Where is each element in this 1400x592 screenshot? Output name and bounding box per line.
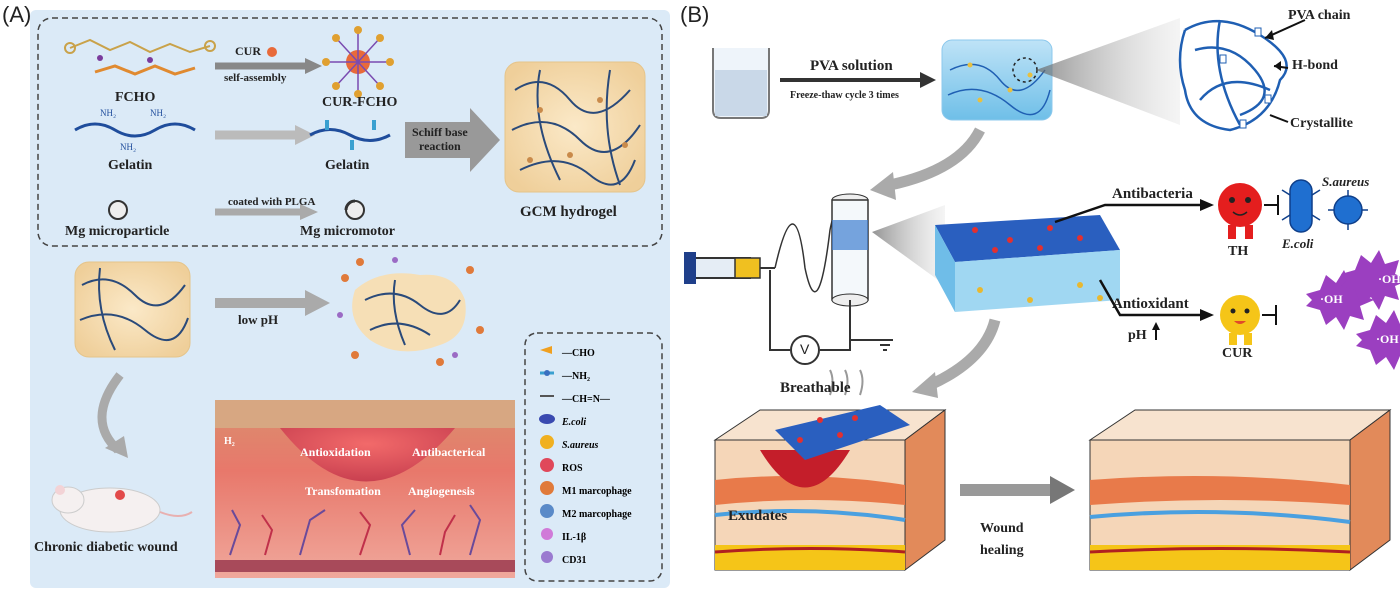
mouse-illustration <box>51 485 193 533</box>
legend-icons <box>539 346 555 563</box>
cur-mascot-icon <box>1220 295 1277 345</box>
legend-item: IL-1β <box>562 532 587 543</box>
legend-item: —CH=N— <box>562 394 610 405</box>
oh-label-1: ·OH <box>1320 292 1343 306</box>
saureus-icon <box>1328 190 1368 230</box>
low-ph-label: low pH <box>238 312 279 327</box>
panel-b-graphic <box>684 18 1400 571</box>
cur-label: CUR <box>235 44 261 58</box>
legend-box <box>524 332 663 582</box>
panel-b: (B) <box>680 0 1400 592</box>
pva-solution-label: PVA solution <box>810 58 893 74</box>
fcho-label: FCHO <box>115 90 156 105</box>
svg-text:NH₂: NH₂ <box>120 142 136 152</box>
healing-line2: healing <box>980 543 1024 558</box>
th-label: TH <box>1228 244 1249 259</box>
h-bond-label: H-bond <box>1292 58 1338 73</box>
legend-item: —NH₂ <box>562 371 590 382</box>
antioxidation-label: Antioxidation <box>300 445 371 459</box>
th-mascot-icon <box>1218 183 1279 239</box>
legend-item: ROS <box>562 463 583 474</box>
nanofiber-membrane <box>935 215 1120 312</box>
svg-text:NH₂: NH₂ <box>150 108 166 118</box>
gcm-hydrogel-label: GCM hydrogel <box>520 204 617 220</box>
beaker-icon <box>712 48 770 119</box>
mg-microparticle-label: Mg microparticle <box>65 224 170 239</box>
pva-chain-label: PVA chain <box>1288 8 1351 23</box>
gcm-hydrogel-cube <box>504 61 646 193</box>
panel-a-graphic: NH₂ NH₂ NH₂ <box>30 10 670 588</box>
pva-hydrogel-cube <box>941 39 1053 121</box>
svg-text:NH₂: NH₂ <box>100 108 116 118</box>
h2-label: H₂ <box>224 436 235 447</box>
crystallite-label: Crystallite <box>1290 116 1353 131</box>
oh-label-2: ·OH <box>1378 272 1400 286</box>
legend-item: S.aureus <box>562 440 599 451</box>
pva-network <box>1178 19 1288 132</box>
gelatin-right-label: Gelatin <box>325 158 370 173</box>
antibacteria-label: Antibacteria <box>1112 186 1193 202</box>
fcho-molecule <box>64 38 216 76</box>
cur-fcho-label: CUR-FCHO <box>322 95 398 110</box>
transformation-label: Transfomation <box>305 484 381 498</box>
cur-label-b: CUR <box>1222 346 1253 361</box>
coated-plga-label: coated with PLGA <box>228 196 316 208</box>
oh-label-3: ·OH <box>1376 332 1399 346</box>
schiff-line1: Schiff base <box>412 125 468 139</box>
electrospinning-setup <box>684 193 893 365</box>
breathable-label: Breathable <box>780 380 851 396</box>
cur-fcho-micelle <box>322 26 394 98</box>
angiogenesis-label: Angiogenesis <box>408 484 475 498</box>
antioxidant-label: Antioxidant <box>1112 296 1189 312</box>
antibacterical-label: Antibacterical <box>412 445 486 459</box>
ph-label: pH <box>1128 328 1147 343</box>
legend-item: M2 marcophage <box>562 509 632 520</box>
schiff-line2: reaction <box>418 139 461 153</box>
ecoli-label: E.coli <box>1282 236 1314 251</box>
hydrogel-piece <box>74 261 191 358</box>
legend-item: M1 marcophage <box>562 486 632 497</box>
legend-item: CD31 <box>562 555 587 566</box>
schiff-base-label: Schiff base reaction <box>412 125 468 153</box>
mg-micromotor-label: Mg micromotor <box>300 224 395 239</box>
ecoli-icon <box>1281 179 1321 233</box>
voltage-label: V <box>800 341 810 357</box>
panel-a: (A) <box>0 0 680 592</box>
wound-healing-label: Wound healing <box>980 518 1024 562</box>
healing-line1: Wound <box>980 521 1024 536</box>
wound-skin-block <box>713 369 947 571</box>
skin-tissue <box>215 400 515 578</box>
legend-item: E.coli <box>562 417 587 428</box>
healed-skin-block <box>1088 409 1392 571</box>
gelatin-left-label: Gelatin <box>108 158 153 173</box>
oh-radical-icons <box>1306 250 1400 370</box>
exudates-label: Exudates <box>728 508 788 524</box>
freeze-thaw-label: Freeze-thaw cycle 3 times <box>790 90 899 101</box>
degraded-hydrogel <box>337 257 484 366</box>
chronic-wound-label: Chronic diabetic wound <box>34 540 178 555</box>
panel-b-label: (B) <box>680 2 710 27</box>
self-assembly-label: self-assembly <box>224 72 287 84</box>
panel-a-label: (A) <box>2 2 32 27</box>
saureus-label: S.aureus <box>1322 174 1370 189</box>
legend-labels: —CHO —NH₂ —CH=N— E.coli S.aureus ROS M1 … <box>562 342 632 572</box>
legend-item: —CHO <box>562 348 595 359</box>
